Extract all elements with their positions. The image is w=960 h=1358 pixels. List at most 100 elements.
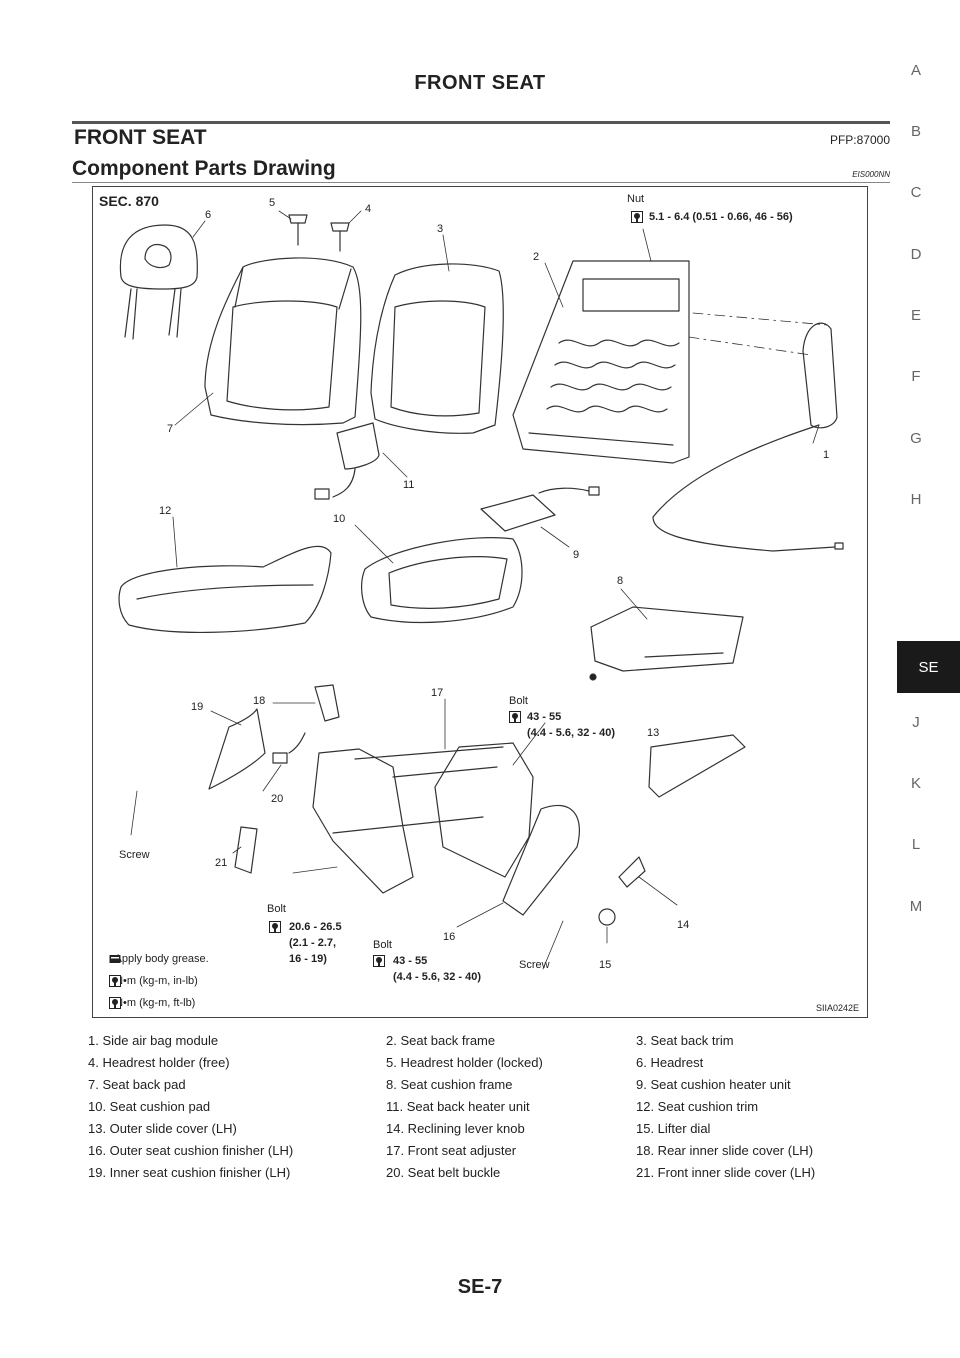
callout-20: 20 — [271, 793, 284, 805]
torque-wrench-icon — [269, 921, 281, 933]
callout-18: 18 — [253, 695, 266, 707]
legend-torque-ftlb: : N•m (kg-m, ft-lb) — [109, 997, 195, 1009]
parts-row: 19. Inner seat cushion finisher (LH) 20.… — [88, 1165, 888, 1185]
side-index-d[interactable]: D — [910, 246, 922, 263]
bolt-upper-torque-imperial: (4.4 - 5.6, 32 - 40) — [527, 727, 616, 739]
callout-1: 1 — [823, 449, 830, 461]
part-item: 11. Seat back heater unit — [386, 1099, 530, 1114]
torque-wrench-icon — [509, 711, 521, 723]
legend-torque-inlb: : N•m (kg-m, in-lb) — [109, 975, 198, 987]
callout-13: 13 — [647, 727, 660, 739]
part-item: 13. Outer slide cover (LH) — [88, 1121, 237, 1136]
side-index-k[interactable]: K — [910, 775, 921, 792]
part-item: 17. Front seat adjuster — [386, 1143, 517, 1158]
callout-3: 3 — [437, 223, 444, 235]
parts-row: 13. Outer slide cover (LH) 14. Reclining… — [88, 1121, 888, 1141]
screw-left-label: Screw — [119, 849, 150, 861]
callout-15: 15 — [599, 959, 612, 971]
callout-14: 14 — [677, 919, 690, 931]
legend-torque-ftlb-text: : N•m (kg-m, ft-lb) — [109, 997, 196, 1009]
callout-8: 8 — [617, 575, 624, 587]
side-index-j[interactable]: J — [912, 714, 920, 731]
subsection-title: Component Parts Drawing — [72, 157, 336, 180]
page-header-title: FRONT SEAT — [414, 72, 546, 94]
grease-icon — [109, 955, 121, 963]
part-item: 15. Lifter dial — [636, 1121, 711, 1136]
part-item: 4. Headrest holder (free) — [88, 1055, 230, 1070]
callout-6: 6 — [205, 209, 212, 221]
part-item: 6. Headrest — [636, 1055, 704, 1070]
part-item: 10. Seat cushion pad — [88, 1099, 211, 1114]
headrest-drawing — [119, 224, 198, 340]
side-index-m[interactable]: M — [909, 898, 923, 915]
legend-torque-inlb-text: : N•m (kg-m, in-lb) — [109, 975, 198, 987]
part-item: 21. Front inner slide cover (LH) — [636, 1165, 816, 1180]
part-item: 3. Seat back trim — [636, 1033, 734, 1048]
part-item: 20. Seat belt buckle — [386, 1165, 501, 1180]
bolt-upper-label: Bolt — [509, 695, 528, 707]
callout-5: 5 — [269, 197, 276, 209]
seat-cushion-pad-drawing — [361, 537, 523, 624]
part-item: 2. Seat back frame — [386, 1033, 496, 1048]
subsection-ref-code: EIS000NN — [852, 170, 890, 179]
part-item: 19. Inner seat cushion finisher (LH) — [88, 1165, 291, 1180]
headrest-holders-drawing — [288, 214, 350, 252]
bolt-left-torque: 20.6 - 26.5 — [289, 921, 342, 933]
callout-16: 16 — [443, 931, 456, 943]
parts-row: 1. Side air bag module 2. Seat back fram… — [88, 1033, 888, 1053]
torque-wrench-icon — [109, 975, 121, 987]
callout-9: 9 — [573, 549, 580, 561]
part-item: 16. Outer seat cushion finisher (LH) — [88, 1143, 294, 1158]
callout-21: 21 — [215, 857, 228, 869]
side-index-g[interactable]: G — [910, 430, 922, 447]
parts-row: 10. Seat cushion pad 11. Seat back heate… — [88, 1099, 888, 1119]
parts-row: 16. Outer seat cushion finisher (LH) 17.… — [88, 1143, 888, 1163]
bolt-left-torque-ftlb: 16 - 19) — [289, 953, 327, 965]
side-index-e[interactable]: E — [910, 307, 921, 324]
part-item: 7. Seat back pad — [88, 1077, 186, 1092]
callout-10: 10 — [333, 513, 346, 525]
part-item: 9. Seat cushion heater unit — [636, 1077, 791, 1092]
torque-wrench-icon — [109, 997, 121, 1009]
callout-7: 7 — [167, 423, 174, 435]
side-index-active-tab[interactable]: SE — [897, 641, 960, 693]
part-item: 5. Headrest holder (locked) — [386, 1055, 543, 1070]
side-index-f[interactable]: F — [911, 368, 921, 385]
side-index-h[interactable]: H — [910, 491, 922, 508]
part-item: 1. Side air bag module — [88, 1033, 219, 1048]
callout-2: 2 — [533, 251, 540, 263]
outer-finisher-drawing — [502, 734, 746, 926]
bolt-upper-torque: 43 - 55 — [527, 711, 562, 723]
callout-4: 4 — [365, 203, 372, 215]
seat-adjuster-drawing — [208, 684, 534, 894]
header-rule — [72, 121, 890, 124]
nut-torque-value: 5.1 - 6.4 (0.51 - 0.66, 46 - 56) — [649, 211, 793, 223]
parts-row: 4. Headrest holder (free) 5. Headrest ho… — [88, 1055, 888, 1075]
mounting-lines — [688, 312, 828, 356]
seat-back-heater-drawing — [314, 422, 380, 500]
section-number-label: SEC. 870 — [99, 193, 159, 209]
parts-row: 7. Seat back pad 8. Seat cushion frame 9… — [88, 1077, 888, 1097]
seat-cushion-heater-drawing — [480, 486, 600, 532]
bolt-left-label: Bolt — [267, 903, 286, 915]
bolt-lower-torque-imperial: (4.4 - 5.6, 32 - 40) — [393, 971, 482, 983]
callout-12: 12 — [159, 505, 172, 517]
callout-11: 11 — [403, 479, 415, 491]
part-item: 8. Seat cushion frame — [386, 1077, 513, 1092]
part-item: 12. Seat cushion trim — [636, 1099, 759, 1114]
bolt-lower-torque: 43 - 55 — [393, 955, 428, 967]
side-airbag-drawing — [652, 322, 844, 552]
side-index-c[interactable]: C — [910, 184, 922, 201]
part-item: 14. Reclining lever knob — [386, 1121, 525, 1136]
screw-right-label: Screw — [519, 959, 550, 971]
callout-19: 19 — [191, 701, 204, 713]
side-index-a[interactable]: A — [910, 62, 921, 79]
side-index-b[interactable]: B — [910, 123, 921, 140]
section-title: FRONT SEAT — [74, 126, 207, 149]
part-item: 18. Rear inner slide cover (LH) — [636, 1143, 814, 1158]
nut-label: Nut — [627, 193, 645, 205]
seat-exploded-view — [118, 210, 844, 970]
side-index-l[interactable]: L — [911, 836, 921, 853]
bolt-left-torque-kgm: (2.1 - 2.7, — [289, 937, 337, 949]
seat-back-frame-drawing — [512, 260, 690, 464]
